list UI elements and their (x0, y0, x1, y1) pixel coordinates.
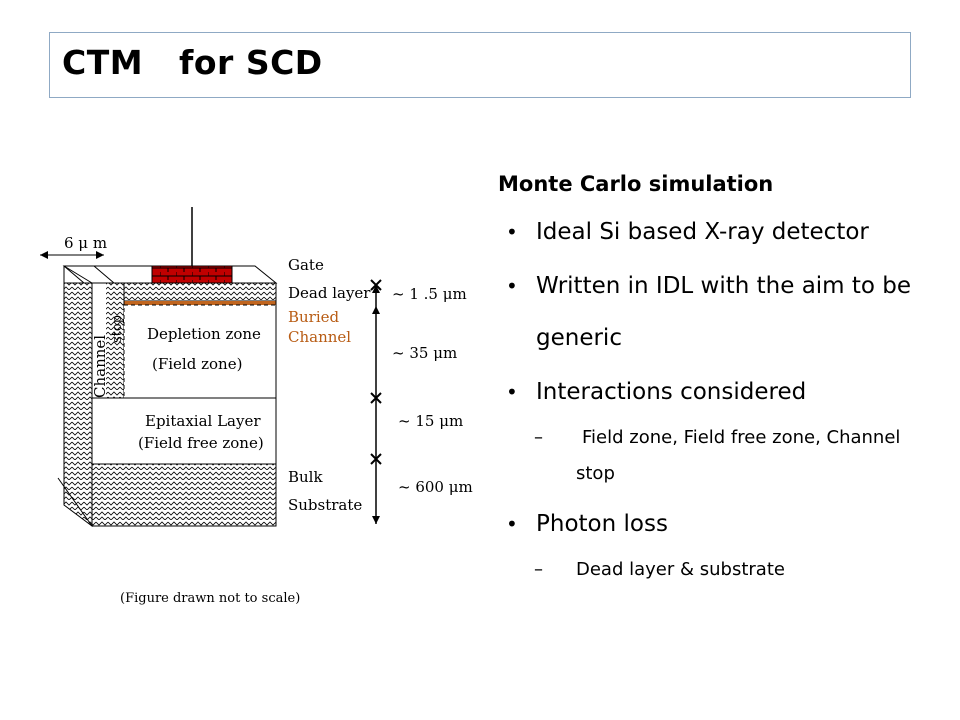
bullet-item: Photon loss (498, 498, 918, 550)
epitaxial-layer-label: Epitaxial Layer (145, 412, 261, 430)
figure-caption: (Figure drawn not to scale) (120, 591, 300, 606)
bullet-item: Interactions considered (498, 366, 918, 418)
content-panel: Monte Carlo simulation Ideal Si based X-… (498, 172, 918, 594)
section-heading: Monte Carlo simulation (498, 172, 774, 196)
buried-channel (124, 301, 276, 305)
bulk-label: Bulk (288, 468, 323, 486)
sub-bullet-item: –Dead layer & substrate (534, 559, 785, 580)
dim-depletion: ~ 35 μm (392, 344, 457, 362)
field-zone-label: (Field zone) (152, 355, 242, 373)
dead-layer (123, 282, 277, 302)
channel-label: Channel (288, 328, 351, 346)
left-face (63, 282, 93, 527)
bulk-substrate (91, 463, 277, 527)
bullet-item: Ideal Si based X-ray detector (498, 206, 918, 258)
channel-stop-label-channel: Channel (91, 335, 109, 398)
dead-layer-label: Dead layer (288, 284, 371, 302)
depletion-zone (123, 304, 277, 399)
width-label: 6 μ m (64, 234, 107, 252)
depletion-zone-label: Depletion zone (147, 325, 261, 343)
field-free-zone-label: (Field free zone) (138, 434, 264, 452)
dim-epitaxial: ~ 15 μm (398, 412, 463, 430)
sub-bullet-item: –Field zone, Field free zone, Channel st… (534, 427, 901, 484)
slide-title: CTM for SCD (62, 43, 323, 82)
bullet-list: Ideal Si based X-ray detector Written in… (498, 206, 918, 588)
dim-substrate: ~ 600 μm (398, 478, 473, 496)
substrate-label: Substrate (288, 496, 362, 514)
epitaxial-layer (91, 397, 277, 465)
channel-stop-label-stop: stop (110, 315, 125, 343)
dim-dead-layer: ~ 1 .5 μm (392, 285, 467, 303)
gate-label: Gate (288, 256, 324, 274)
bullet-item: Written in IDL with the aim to be generi… (498, 260, 918, 364)
title-box: CTM for SCD (49, 32, 911, 98)
buried-label: Buried (288, 308, 340, 326)
gate-electrode (151, 265, 233, 284)
